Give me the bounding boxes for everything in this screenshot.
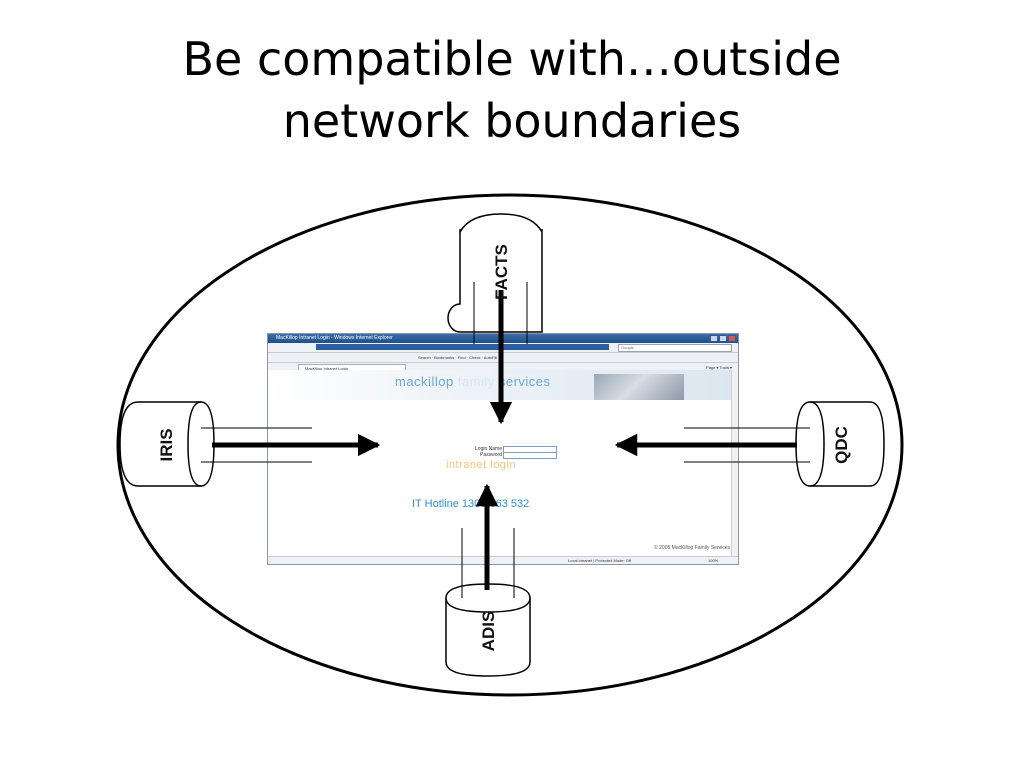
browser-search-box: Google bbox=[618, 344, 732, 352]
banner-text: mackillop family services bbox=[395, 374, 551, 389]
qdc-label: QDC bbox=[832, 426, 851, 464]
minimize-icon bbox=[710, 335, 718, 342]
intranet-login-text: intranet login bbox=[446, 459, 516, 471]
status-zoom: 100% bbox=[708, 558, 719, 563]
password-label: Password bbox=[480, 452, 502, 458]
banner-text-b: family bbox=[457, 374, 495, 389]
adis-database-icon bbox=[445, 528, 531, 677]
banner-photo bbox=[594, 374, 684, 400]
browser-tools: Page ▾ Tools ▾ bbox=[706, 365, 732, 370]
window-controls bbox=[710, 335, 736, 342]
it-hotline: IT Hotline 1300 663 532 bbox=[412, 498, 530, 510]
qdc-database-icon bbox=[684, 401, 885, 487]
banner-text-c: services bbox=[494, 374, 551, 389]
toolbar-links: Search · Bookmarks · Find · Check · Auto… bbox=[418, 355, 498, 360]
facts-database-icon bbox=[447, 213, 543, 344]
status-zone: Local intranet | Protected Mode: Off bbox=[568, 558, 631, 563]
adis-label: ADIS bbox=[479, 610, 498, 652]
password-row: Password bbox=[448, 452, 558, 459]
login-form: Login Name Password bbox=[448, 446, 558, 459]
iris-label: IRIS bbox=[157, 428, 176, 462]
browser-scrollbar bbox=[731, 370, 738, 556]
maximize-icon bbox=[719, 335, 727, 342]
browser-window-title: MacKillop Intranet Login - Windows Inter… bbox=[276, 335, 393, 341]
network-boundary-ellipse bbox=[116, 193, 904, 697]
close-icon bbox=[728, 335, 736, 342]
copyright-text: © 2005 MacKillop Family Services bbox=[654, 545, 730, 551]
address-bar bbox=[316, 344, 609, 350]
slide-title-line-1: Be compatible with…outside bbox=[182, 32, 842, 86]
slide-title-line-2: network boundaries bbox=[282, 94, 742, 148]
password-field bbox=[503, 452, 557, 459]
slide-title: Be compatible with…outside network bound… bbox=[0, 28, 1024, 152]
login-name-label: Login Name bbox=[475, 446, 502, 452]
facts-label: FACTS bbox=[492, 244, 511, 300]
iris-database-icon bbox=[119, 401, 312, 487]
browser-status-bar: Local intranet | Protected Mode: Off 100… bbox=[268, 556, 738, 564]
banner-text-a: mackillop bbox=[395, 374, 458, 389]
